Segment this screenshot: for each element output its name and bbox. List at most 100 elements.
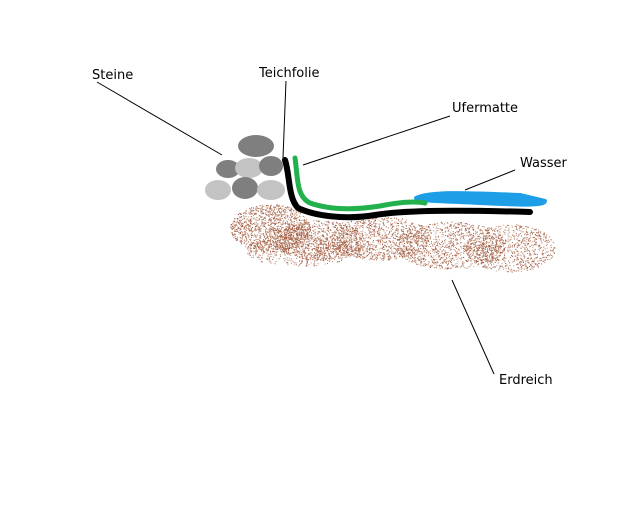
soil-speck (531, 266, 533, 268)
soil-speck (311, 242, 313, 244)
soil-speck (466, 250, 468, 252)
soil-speck (234, 220, 235, 222)
soil-speck (461, 223, 463, 225)
soil-speck (406, 253, 407, 255)
soil-speck (272, 217, 274, 219)
soil-speck (313, 230, 315, 232)
soil-speck (267, 249, 269, 251)
soil-speck (494, 257, 496, 259)
soil-speck (338, 237, 340, 239)
soil-speck (472, 236, 474, 238)
soil-speck (285, 217, 287, 219)
soil-speck (268, 224, 270, 226)
soil-speck (306, 223, 308, 225)
soil-speck (310, 234, 312, 236)
soil-speck (261, 216, 262, 218)
soil-speck (472, 247, 474, 249)
soil-speck (284, 237, 285, 239)
soil-speck (383, 229, 384, 230)
soil-speck (281, 228, 282, 230)
soil-speck (405, 241, 407, 243)
soil-speck (384, 248, 386, 250)
soil-speck (520, 247, 522, 249)
soil-speck (399, 252, 401, 253)
soil-speck (467, 259, 469, 261)
soil-speck (420, 251, 422, 253)
soil-speck (325, 241, 327, 243)
soil-speck (468, 227, 470, 229)
soil-speck (404, 237, 406, 239)
soil-speck (514, 255, 516, 257)
soil-speck (495, 245, 496, 247)
soil-speck (245, 246, 247, 248)
soil-speck (298, 219, 300, 221)
soil-speck (373, 259, 375, 261)
soil-speck (269, 227, 270, 229)
soil-speck (508, 236, 510, 237)
soil-speck (271, 226, 273, 228)
soil-speck (255, 236, 257, 238)
soil-speck (327, 226, 329, 228)
soil-speck (268, 220, 270, 222)
soil-speck (520, 257, 522, 259)
soil-speck (306, 237, 308, 239)
soil-speck (314, 232, 316, 234)
soil-speck (395, 248, 397, 250)
soil-speck (294, 237, 296, 239)
soil-speck (441, 253, 443, 255)
soil-speck (297, 242, 299, 244)
soil-speck (444, 253, 446, 254)
soil-speck (361, 247, 363, 249)
soil-speck (389, 231, 391, 232)
soil-speck (489, 259, 491, 261)
soil-speck (298, 233, 300, 235)
soil-speck (525, 250, 527, 252)
soil-speck (256, 219, 258, 221)
soil-speck (252, 218, 254, 220)
soil-speck (417, 257, 419, 259)
soil-speck (372, 241, 374, 243)
soil-speck (468, 245, 470, 247)
soil-speck (274, 222, 276, 224)
soil-speck (416, 238, 417, 239)
soil-speck (382, 237, 384, 239)
soil-speck (304, 236, 306, 238)
soil-speck (486, 256, 488, 258)
soil-speck (264, 240, 266, 242)
soil-speck (359, 244, 360, 246)
soil-speck (239, 223, 241, 225)
soil-speck (282, 221, 284, 223)
soil-speck (374, 225, 376, 227)
soil-speck (450, 267, 452, 269)
soil-speck (498, 238, 500, 239)
soil-speck (300, 222, 302, 224)
soil-speck (497, 238, 499, 240)
soil-speck (495, 270, 497, 272)
soil-speck (368, 223, 370, 225)
soil-speck (421, 234, 423, 236)
soil-speck (356, 247, 358, 249)
soil-speck (327, 221, 329, 223)
soil-speck (279, 235, 281, 237)
soil-speck (330, 244, 332, 246)
soil-speck (236, 229, 237, 231)
soil-speck (466, 248, 468, 250)
soil-speck (325, 248, 327, 249)
soil-speck (457, 223, 459, 225)
soil-speck (249, 210, 251, 212)
soil-speck (360, 225, 362, 227)
soil-speck (372, 246, 374, 248)
soil-speck (239, 230, 241, 231)
soil-speck (269, 246, 271, 248)
soil-speck (404, 256, 406, 258)
soil-speck (277, 248, 279, 250)
soil-speck (408, 234, 410, 236)
soil-speck (364, 222, 366, 224)
soil-speck (513, 231, 515, 233)
soil-speck (404, 237, 406, 238)
soil-speck (319, 238, 321, 240)
soil-speck (304, 226, 306, 228)
soil-speck (299, 248, 301, 250)
soil-speck (426, 250, 428, 251)
soil-speck (483, 265, 484, 267)
